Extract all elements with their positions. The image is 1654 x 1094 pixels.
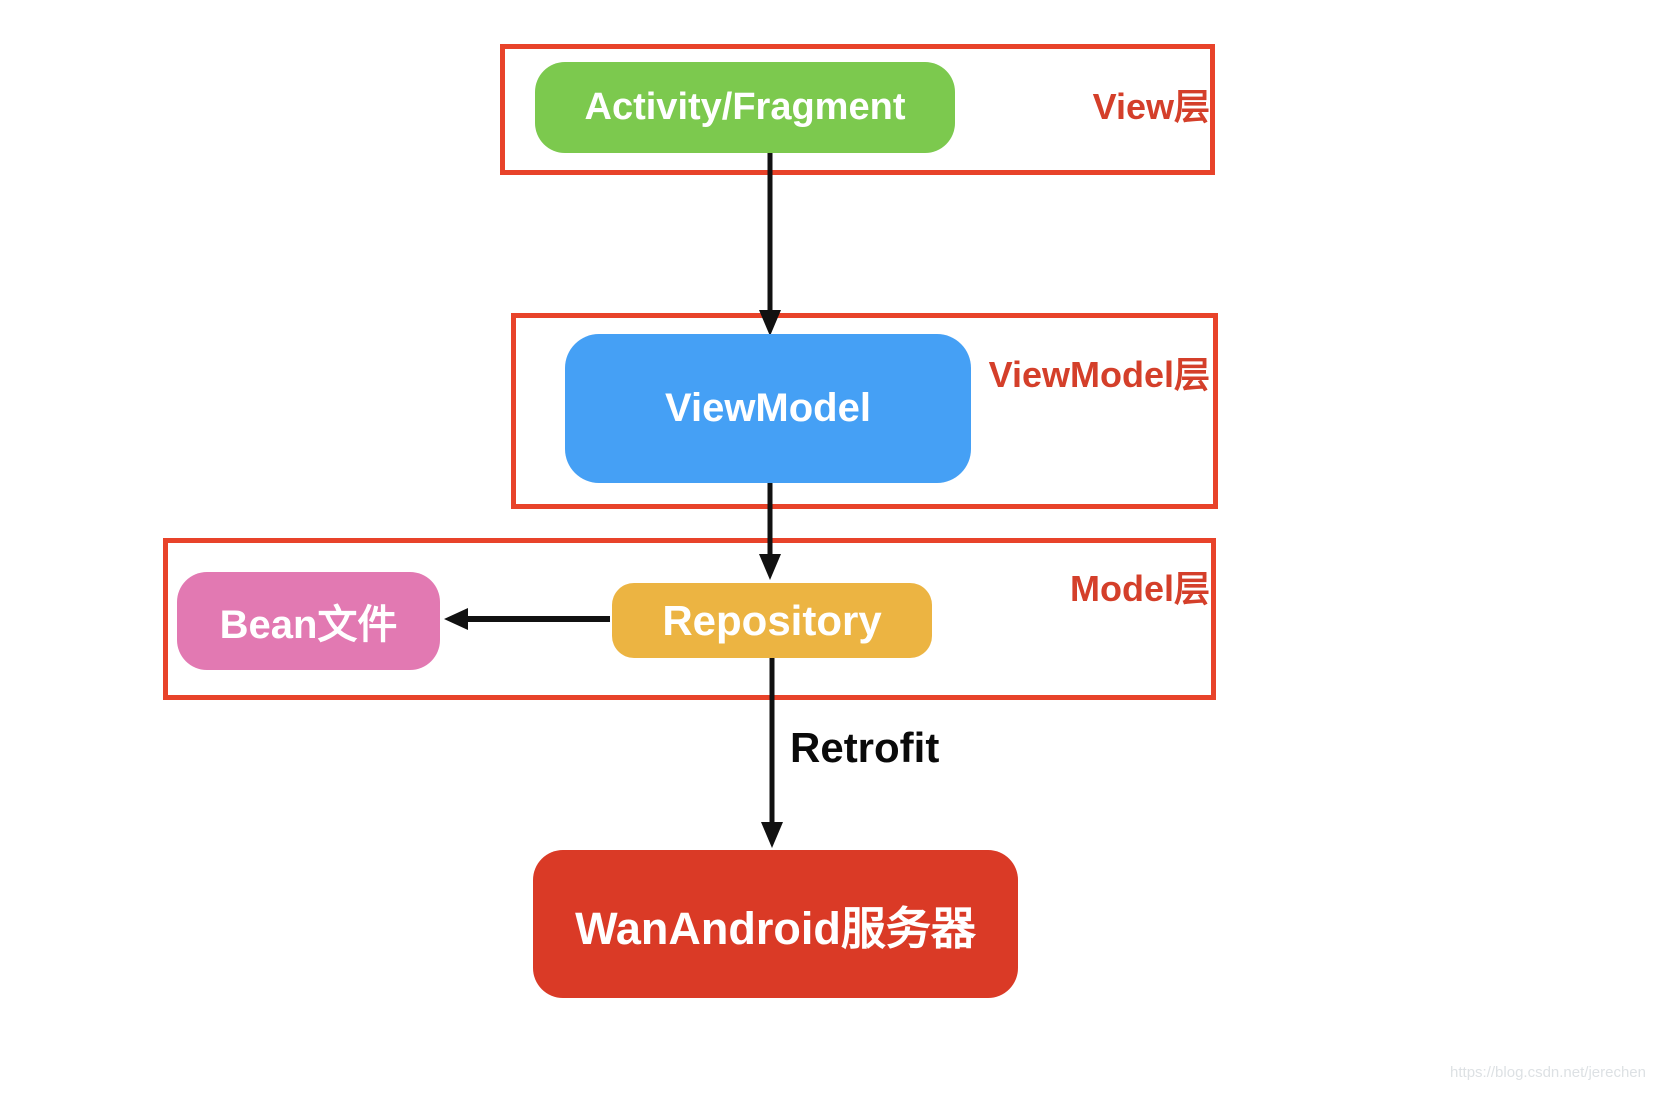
node-bean-file: Bean文件	[177, 572, 440, 670]
arrow-activity-to-viewmodel	[759, 153, 781, 336]
watermark-text: https://blog.csdn.net/jerechen	[1450, 1064, 1646, 1081]
node-viewmodel: ViewModel	[565, 334, 971, 483]
edge-label-retrofit: Retrofit	[790, 724, 940, 771]
layer-label-view: View层	[1092, 86, 1210, 127]
node-repository: Repository	[612, 583, 932, 658]
node-activity-fragment: Activity/Fragment	[535, 62, 955, 153]
layer-label-viewmodel: ViewModel层	[988, 354, 1210, 395]
layer-label-model: Model层	[1070, 568, 1210, 609]
layer-box-viewmodel	[511, 313, 1218, 509]
layer-box-view	[500, 44, 1215, 175]
node-wanandroid-server: WanAndroid服务器	[533, 850, 1018, 998]
layer-box-model	[163, 538, 1216, 700]
